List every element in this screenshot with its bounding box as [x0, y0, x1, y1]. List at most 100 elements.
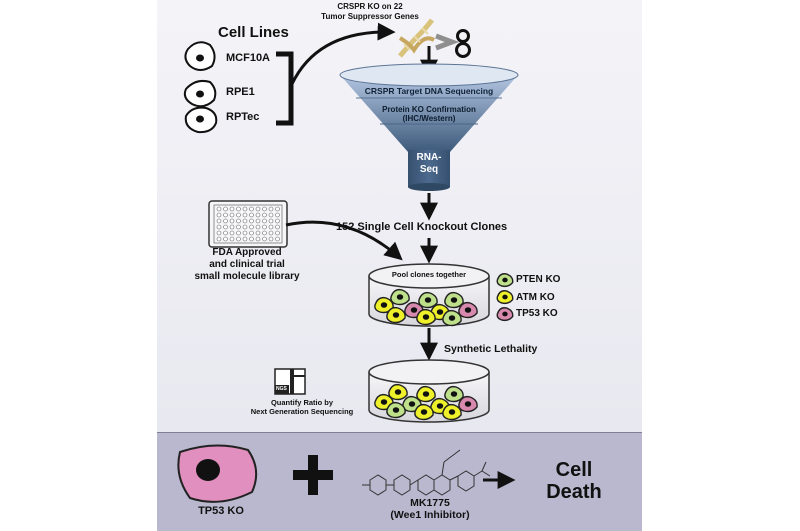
legend-pten-cell [496, 273, 514, 288]
well [229, 236, 235, 242]
well-plate-icon [208, 200, 288, 248]
well [236, 218, 241, 224]
well [223, 206, 228, 212]
well [249, 236, 254, 242]
cell-death-label: Cell Death [536, 459, 612, 503]
well [216, 218, 222, 224]
clone-cell [442, 309, 462, 327]
well [262, 212, 267, 218]
well [229, 224, 235, 230]
drug-name: MK1775 [410, 497, 450, 509]
surviving-cell [388, 383, 408, 401]
well [268, 224, 274, 230]
ngs-tag: NGS [276, 386, 287, 392]
well [268, 206, 274, 212]
ngs-label: Quantify Ratio by Next Generation Sequen… [245, 398, 359, 416]
well [249, 230, 254, 236]
clone-cell [390, 288, 410, 306]
well [249, 218, 254, 224]
well [216, 236, 222, 242]
well [255, 230, 261, 236]
well [275, 218, 280, 224]
well [216, 230, 222, 236]
well [249, 212, 254, 218]
clone-cell [386, 306, 406, 324]
well [275, 212, 280, 218]
well [236, 224, 241, 230]
well [242, 224, 248, 230]
well [268, 236, 274, 242]
well [268, 230, 274, 236]
well [216, 224, 222, 230]
scissors-icon [435, 29, 471, 58]
clone-cell [444, 291, 464, 309]
well [262, 230, 267, 236]
well [262, 218, 267, 224]
well [262, 224, 267, 230]
legend-tp53-cell [496, 307, 514, 322]
crispr-label: CRSPR KO on 22 Tumor Suppressor Genes [300, 2, 440, 22]
library-label: FDA Approved and clinical trial small mo… [176, 247, 318, 283]
well [223, 218, 228, 224]
well [255, 212, 261, 218]
clone-cell [418, 291, 438, 309]
drug-label: MK1775 (Wee1 Inhibitor) [370, 497, 490, 521]
well [242, 230, 248, 236]
tp53-ko-cell [177, 444, 258, 503]
legend-atm-label: ATM KO [516, 292, 555, 303]
funnel-layer2-label: Protein KO Confirmation (IHC/Western) [369, 105, 489, 123]
funnel [339, 63, 519, 191]
well [268, 218, 274, 224]
arrow-to-crispr [290, 22, 396, 85]
cell-lines-bracket [276, 51, 294, 126]
arrow-to-pool [285, 220, 403, 261]
well [275, 236, 280, 242]
cell-line-label-mcf10a: MCF10A [226, 52, 271, 64]
drug-desc: (Wee1 Inhibitor) [390, 509, 470, 521]
cell-icon-rptec [184, 106, 218, 134]
well [242, 218, 248, 224]
well [229, 212, 235, 218]
well [236, 230, 241, 236]
cell-line-label-rptec: RPTec [226, 111, 260, 123]
well [216, 206, 222, 212]
well [268, 212, 274, 218]
well [229, 206, 235, 212]
cell-lines-title: Cell Lines [218, 24, 289, 41]
well [262, 236, 267, 242]
funnel-stem-label: RNA- Seq [408, 152, 450, 176]
plus-icon [293, 455, 333, 495]
synthetic-lethality-label: Synthetic Lethality [444, 343, 538, 355]
well [236, 236, 241, 242]
surviving-cell [416, 385, 436, 403]
crispr-label-line1: CRSPR KO on 22 [337, 2, 403, 11]
surviving-cell [386, 401, 406, 419]
clone-cell [416, 308, 436, 326]
well [223, 224, 228, 230]
cell-icon-rpe1 [183, 79, 217, 108]
cell-death-line1: Cell [555, 459, 593, 481]
surviving-cell [442, 403, 462, 421]
dna-helix-icon [398, 18, 436, 58]
selected-clones-dish [368, 359, 490, 423]
legend-atm-cell [496, 290, 514, 305]
well [275, 230, 280, 236]
cell-line-label-rpe1: RPE1 [226, 86, 255, 98]
funnel-stem-line1: RNA- [416, 152, 442, 163]
pooled-clones-dish [368, 263, 490, 327]
library-line3: small molecule library [194, 271, 300, 282]
mk1775-structure-icon [362, 449, 491, 496]
funnel-layer2-line1: Protein KO Confirmation [382, 105, 476, 114]
ngs-line2: Next Generation Sequencing [250, 407, 354, 416]
well [223, 236, 228, 242]
ngs-line1: Quantify Ratio by [270, 398, 334, 407]
well [275, 206, 280, 212]
well [223, 212, 228, 218]
well [255, 224, 261, 230]
well [229, 230, 235, 236]
well [216, 212, 222, 218]
well [229, 218, 235, 224]
library-line1: FDA Approved [212, 247, 282, 258]
